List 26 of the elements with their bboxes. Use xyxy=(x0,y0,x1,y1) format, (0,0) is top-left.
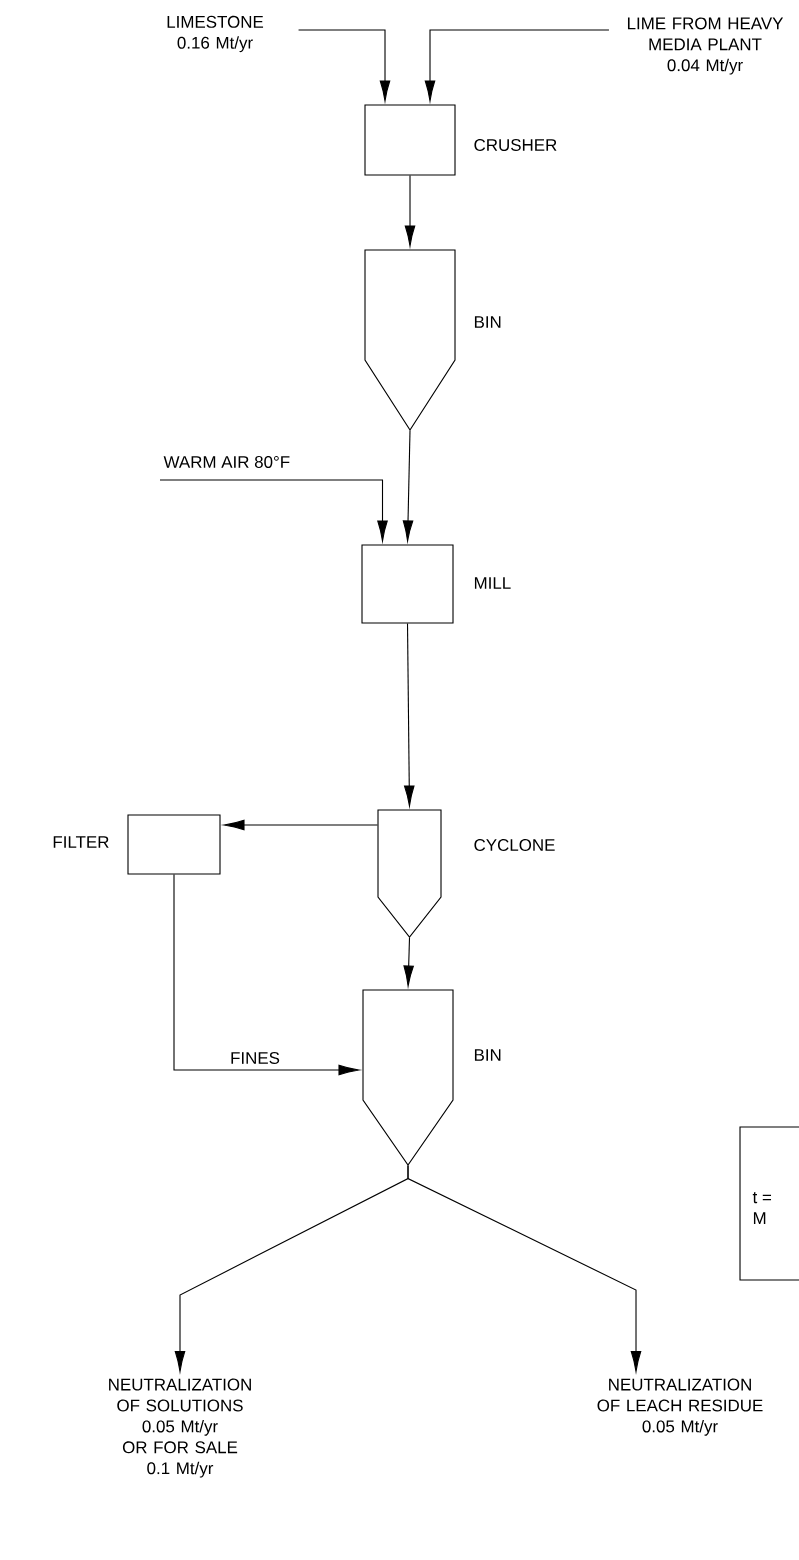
flow-label: WARM AIR 80°F xyxy=(163,456,290,468)
crusher-box: CRUSHER xyxy=(364,104,557,176)
arrow xyxy=(173,874,360,1076)
node-label: BIN xyxy=(474,316,501,328)
node-label: FILTER xyxy=(53,836,109,848)
node-label: CYCLONE xyxy=(474,839,555,852)
arrow xyxy=(403,937,414,987)
bin-hopper: BIN xyxy=(362,989,501,1166)
key-box: t = M xyxy=(739,1126,799,1281)
arrow xyxy=(404,175,416,247)
arrow xyxy=(407,1165,642,1372)
arrow xyxy=(298,29,391,102)
cyclone-hopper: CYCLONE xyxy=(377,809,555,938)
flow-label: NEUTRALIZATION OF LEACH RESIDUE 0.05 Mt/yr xyxy=(597,1378,763,1436)
mill-box: MILL xyxy=(361,544,511,624)
node-label: BIN xyxy=(474,1049,501,1061)
flow-label: LIME FROM HEAVY MEDIA PLANT 0.04 Mt/yr xyxy=(628,17,784,75)
bin-hopper: BIN xyxy=(364,249,501,432)
flow-label: NEUTRALIZATION OF SOLUTIONS 0.05 Mt/yr OR FOR SALE 0.1 Mt/yr xyxy=(109,1378,251,1478)
filter-box: FILTER xyxy=(53,814,221,875)
node-label: MILL xyxy=(474,577,511,589)
edge-label: FINES xyxy=(229,1051,281,1065)
flow-label: LIMESTONE 0.16 Mt/yr xyxy=(167,15,264,53)
arrow xyxy=(424,29,610,102)
arrow xyxy=(223,819,378,831)
node-label: CRUSHER xyxy=(474,139,557,151)
